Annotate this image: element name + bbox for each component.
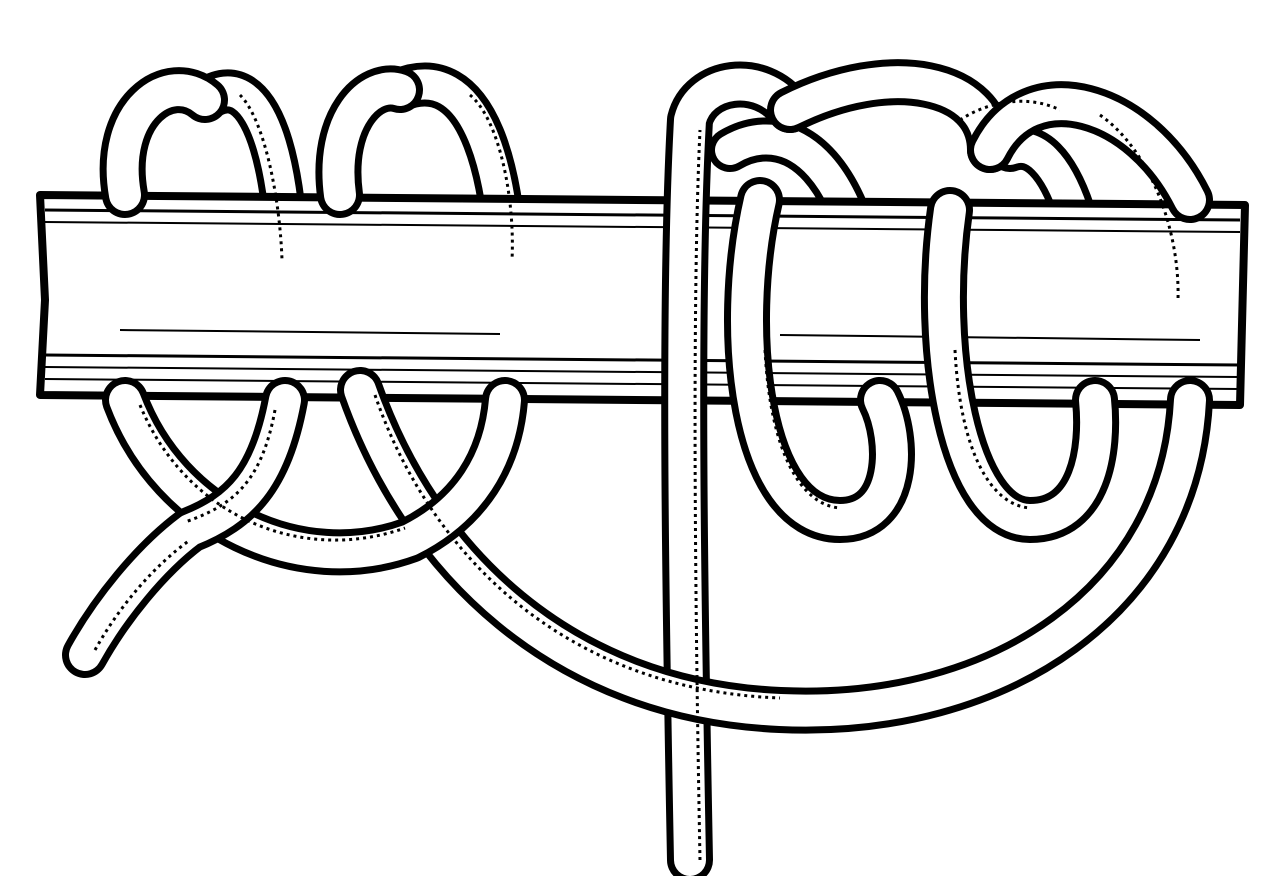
rope-front-segments <box>62 59 1213 876</box>
rope-shading <box>93 93 1180 861</box>
bar <box>36 191 1249 409</box>
